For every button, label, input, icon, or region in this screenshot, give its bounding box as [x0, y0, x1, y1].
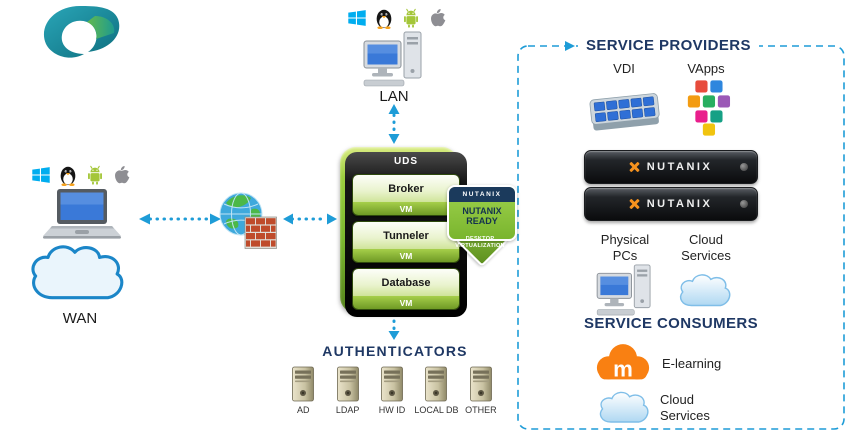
badge-sub-label: DESKTOP VIRTUALIZATION [455, 236, 505, 249]
service-providers-title: SERVICE PROVIDERS [578, 37, 759, 54]
server-icon [468, 366, 494, 402]
windows-icon [30, 164, 52, 186]
nutanix-ready-badge: NUTANIX NUTANIX READY DESKTOP VIRTUALIZA… [447, 185, 517, 271]
wan-os-icons [30, 164, 133, 186]
nutanix-server-2: NUTANIX [584, 187, 758, 221]
authenticators-row: AD LDAP HW ID LOCAL DB OTHER [281, 366, 503, 415]
badge-card: NUTANIX NUTANIX READY [447, 185, 517, 241]
nutanix-server-brand: NUTANIX [646, 161, 713, 173]
authenticator-ad: AD [281, 366, 325, 415]
android-icon [400, 7, 422, 29]
lan-os-icons [346, 7, 449, 29]
wan-label: WAN [62, 310, 98, 327]
uds-appliance-panel: UDS Broker VM Tunneler VM Database VM [345, 152, 467, 317]
authenticator-label: AD [296, 405, 310, 415]
windows-icon [346, 7, 368, 29]
linux-icon [373, 7, 395, 29]
authenticator-label: LDAP [335, 405, 360, 415]
nutanix-logo-mark [630, 199, 640, 209]
uds-logo [43, 6, 120, 58]
consumer-cloud-icon [596, 388, 652, 428]
wan-cloud-icon [26, 242, 134, 308]
module-name: Database [353, 269, 459, 296]
badge-brand: NUTANIX [449, 187, 515, 202]
cloud-services-label: Cloud Services [681, 232, 731, 264]
module-type: VM [353, 202, 459, 215]
authenticator-label: LOCAL DB [414, 405, 459, 415]
authenticator-other: OTHER [459, 366, 503, 415]
elearning-moodle-icon: m [596, 344, 650, 382]
nutanix-logo-mark [630, 162, 640, 172]
module-name: Broker [353, 175, 459, 202]
uds-module-broker: Broker VM [352, 174, 460, 216]
physical-pcs-label: Physical PCs [600, 232, 650, 264]
uds-module-database: Database VM [352, 268, 460, 310]
android-icon [84, 164, 106, 186]
apple-icon [111, 164, 133, 186]
cloud-services-icon [676, 270, 734, 312]
module-type: VM [353, 249, 459, 262]
laptop-icon [42, 188, 122, 240]
vdi-icon [588, 80, 662, 140]
physical-pc-icon [594, 264, 656, 316]
authenticator-label: HW ID [378, 405, 406, 415]
authenticator-ldap: LDAP [325, 366, 369, 415]
uds-appliance: UDS Broker VM Tunneler VM Database VM [340, 147, 467, 317]
linux-icon [57, 164, 79, 186]
elearning-label: E-learning [662, 356, 722, 371]
nutanix-server-1: NUTANIX [584, 150, 758, 184]
uds-title: UDS [393, 156, 419, 167]
uds-module-tunneler: Tunneler VM [352, 221, 460, 263]
nutanix-server-brand: NUTANIX [646, 198, 713, 210]
service-consumers-title: SERVICE CONSUMERS [584, 315, 759, 332]
vapps-icon [678, 76, 738, 140]
lan-label: LAN [379, 88, 409, 105]
server-icon [335, 366, 361, 402]
module-name: Tunneler [353, 222, 459, 249]
badge-ready-label: NUTANIX READY [462, 206, 502, 227]
authenticator-hwid: HW ID [370, 366, 414, 415]
internet-firewall-icon [219, 189, 277, 249]
server-led [740, 200, 748, 208]
authenticator-label: OTHER [465, 405, 497, 415]
lan-pc-icon [362, 31, 426, 87]
module-type: VM [353, 296, 459, 309]
server-led [740, 163, 748, 171]
vapps-label: VApps [687, 61, 725, 76]
server-icon [379, 366, 405, 402]
authenticators-title: AUTHENTICATORS [322, 343, 468, 359]
moodle-m-letter: m [613, 357, 633, 382]
authenticator-localdb: LOCAL DB [414, 366, 459, 415]
server-icon [423, 366, 449, 402]
server-icon [290, 366, 316, 402]
consumer-cloud-label: Cloud Services [660, 392, 710, 424]
apple-icon [427, 7, 449, 29]
vdi-label: VDI [613, 61, 635, 76]
